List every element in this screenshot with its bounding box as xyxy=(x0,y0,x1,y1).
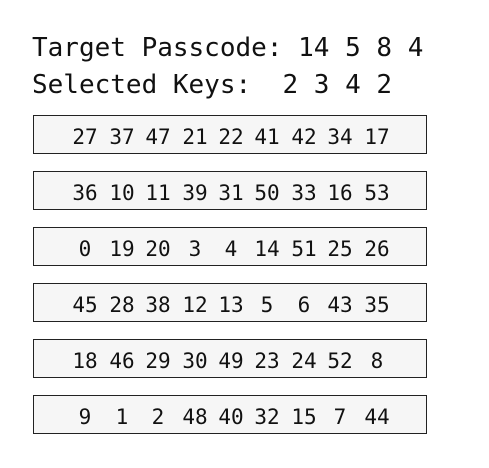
keypad-key[interactable]: 0 xyxy=(78,237,92,261)
keypad-key[interactable]: 36 xyxy=(72,181,98,205)
keypad-key[interactable]: 52 xyxy=(327,349,353,373)
keypad-key[interactable]: 10 xyxy=(109,181,135,205)
keypad-key[interactable]: 27 xyxy=(72,125,98,149)
keypad-key[interactable]: 46 xyxy=(109,349,135,373)
keypad-key[interactable]: 45 xyxy=(72,293,98,317)
keypad-key[interactable]: 23 xyxy=(254,349,280,373)
keypad-key[interactable]: 15 xyxy=(291,405,317,429)
keypad-key[interactable]: 20 xyxy=(145,237,171,261)
keypad-key[interactable]: 48 xyxy=(182,405,208,429)
keypad-key[interactable]: 31 xyxy=(218,181,244,205)
keypad-key[interactable]: 34 xyxy=(327,125,353,149)
keypad-key[interactable]: 7 xyxy=(333,405,347,429)
keypad-key[interactable]: 9 xyxy=(78,405,92,429)
selected-key: 3 xyxy=(313,70,330,100)
target-digit: 4 xyxy=(407,33,424,63)
keypad-key[interactable]: 22 xyxy=(218,125,244,149)
keypad-key[interactable]: 16 xyxy=(327,181,353,205)
keypad-key[interactable]: 43 xyxy=(327,293,353,317)
keypad-key[interactable]: 14 xyxy=(254,237,280,261)
keypad-key[interactable]: 29 xyxy=(145,349,171,373)
key-row: 36 10 11 39 31 50 33 16 53 xyxy=(33,171,427,210)
keypad-key[interactable]: 49 xyxy=(218,349,244,373)
keypad-key[interactable]: 38 xyxy=(145,293,171,317)
keypad-key[interactable]: 50 xyxy=(254,181,280,205)
keypad-key[interactable]: 33 xyxy=(291,181,317,205)
keypad-key[interactable]: 32 xyxy=(254,405,280,429)
selected-keys-label: Selected Keys: xyxy=(32,70,252,100)
keypad-key[interactable]: 39 xyxy=(182,181,208,205)
keypad-key[interactable]: 5 xyxy=(260,293,274,317)
keypad-key[interactable]: 12 xyxy=(182,293,208,317)
keypad-key[interactable]: 21 xyxy=(182,125,208,149)
keypad-key[interactable]: 30 xyxy=(182,349,208,373)
selected-key: 2 xyxy=(376,70,393,100)
key-row: 18 46 29 30 49 23 24 52 8 xyxy=(33,339,427,378)
selected-key: 4 xyxy=(345,70,361,100)
target-digit: 14 xyxy=(298,33,330,63)
target-digit: 5 xyxy=(345,33,361,63)
target-digit: 8 xyxy=(376,33,393,63)
keypad-key[interactable]: 2 xyxy=(151,405,165,429)
keypad-key[interactable]: 40 xyxy=(218,405,244,429)
keypad-key[interactable]: 1 xyxy=(115,405,129,429)
target-passcode-label: Target Passcode: xyxy=(32,33,283,63)
key-row: 27 37 47 21 22 41 42 34 17 xyxy=(33,115,427,154)
keypad-key[interactable]: 3 xyxy=(188,237,202,261)
keypad-key[interactable]: 17 xyxy=(364,125,390,149)
keypad-key[interactable]: 24 xyxy=(291,349,317,373)
keypad-key[interactable]: 42 xyxy=(291,125,317,149)
keypad-key[interactable]: 6 xyxy=(297,293,311,317)
keypad-key[interactable]: 51 xyxy=(291,237,317,261)
target-passcode-line: Target Passcode: 14 5 8 4 xyxy=(32,33,423,63)
keypad-key[interactable]: 26 xyxy=(364,237,390,261)
keypad-key[interactable]: 53 xyxy=(364,181,390,205)
keypad-key[interactable]: 4 xyxy=(224,237,238,261)
keypad-key[interactable]: 11 xyxy=(145,181,171,205)
keypad-key[interactable]: 8 xyxy=(370,349,384,373)
keypad-key[interactable]: 35 xyxy=(364,293,390,317)
keypad-key[interactable]: 28 xyxy=(109,293,135,317)
selected-key: 2 xyxy=(282,70,299,100)
keypad-key[interactable]: 18 xyxy=(72,349,98,373)
keypad-key[interactable]: 47 xyxy=(145,125,171,149)
keypad-key[interactable]: 44 xyxy=(364,405,390,429)
selected-keys-line: Selected Keys: 2 3 4 2 xyxy=(32,70,392,100)
keypad-key[interactable]: 13 xyxy=(218,293,244,317)
keypad-key[interactable]: 37 xyxy=(109,125,135,149)
keypad-key[interactable]: 41 xyxy=(254,125,280,149)
keypad-key[interactable]: 19 xyxy=(109,237,135,261)
keypad-key[interactable]: 25 xyxy=(327,237,353,261)
